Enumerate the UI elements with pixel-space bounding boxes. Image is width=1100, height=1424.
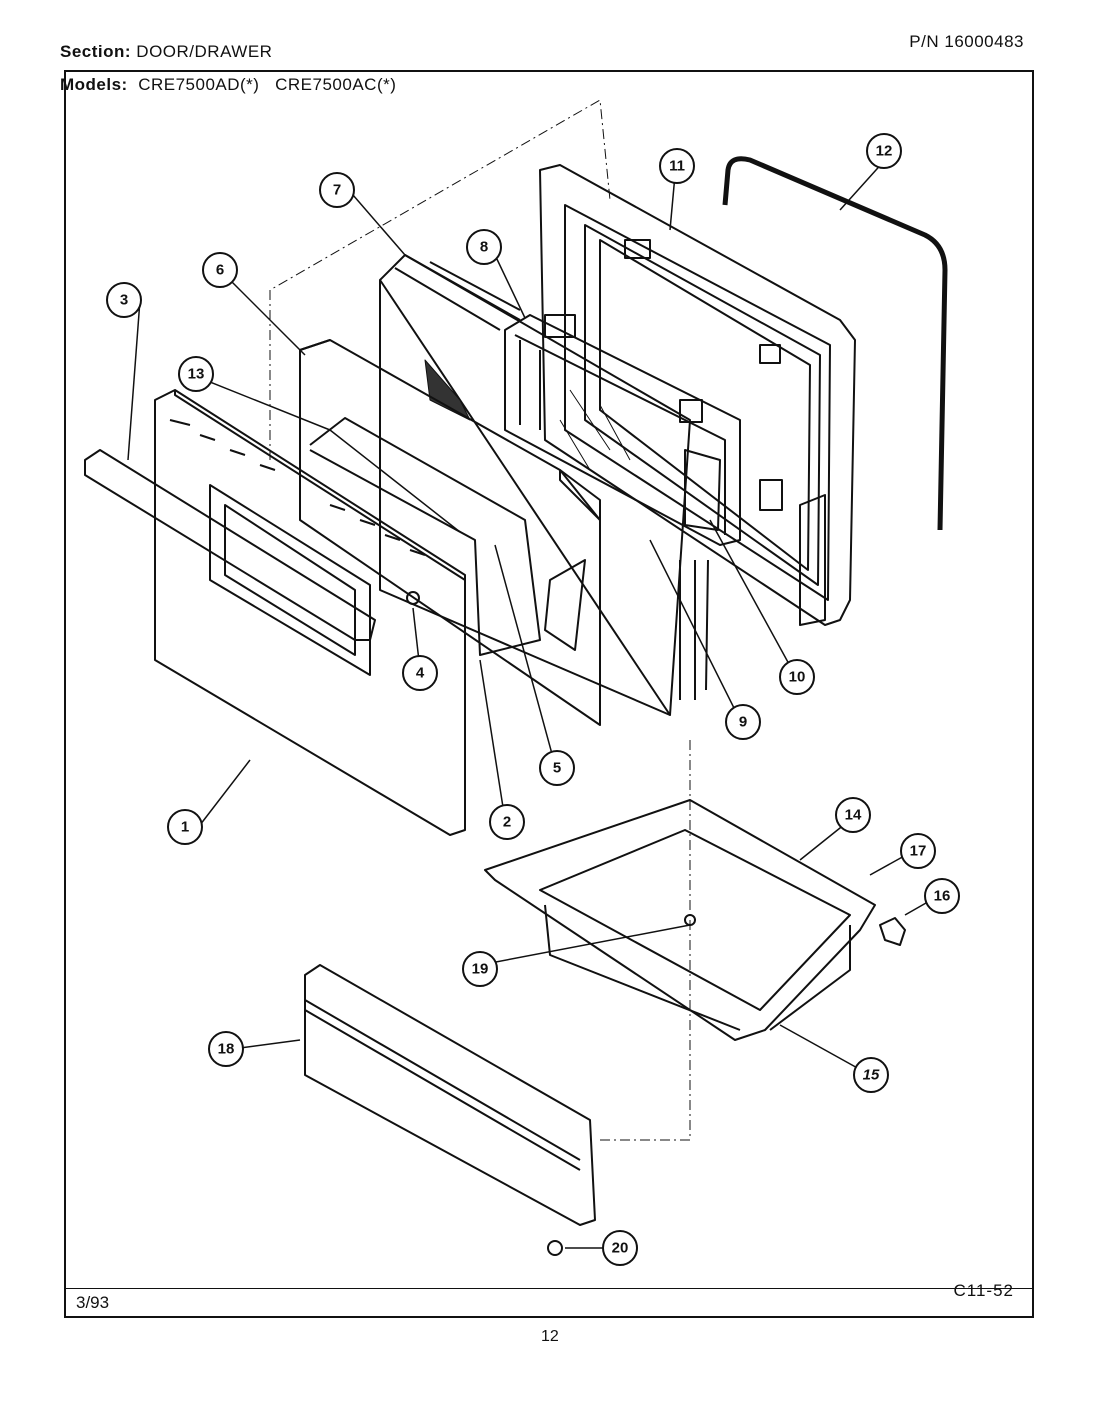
callout-7: 7 (319, 172, 355, 208)
callout-18: 18 (208, 1031, 244, 1067)
section-header: Section: DOOR/DRAWER (60, 42, 272, 62)
drawer-front-panel (304, 964, 596, 1226)
svg-text:20: 20 (612, 1240, 629, 1257)
svg-text:16: 16 (934, 888, 951, 905)
svg-text:10: 10 (789, 669, 806, 686)
svg-text:13: 13 (188, 366, 205, 383)
callout-19: 19 (462, 951, 498, 987)
callout-4: 4 (402, 655, 438, 691)
svg-text:2: 2 (503, 814, 511, 831)
model-1: CRE7500AD(*) (138, 75, 260, 94)
pn-label: P/N (909, 32, 940, 51)
callout-17: 17 (900, 833, 936, 869)
drawer-glide (547, 1240, 563, 1256)
outer-door-panel (154, 389, 466, 836)
callout-6: 6 (202, 252, 238, 288)
footer-divider (64, 1288, 1034, 1289)
svg-text:8: 8 (480, 239, 488, 256)
diagram-code: C11-52 (953, 1281, 1014, 1300)
page-number: 12 (541, 1328, 559, 1345)
callout-12: 12 (866, 133, 902, 169)
part-number: P/N 16000483 (909, 32, 1024, 52)
callout-1: 1 (167, 809, 203, 845)
svg-text:3: 3 (120, 292, 128, 309)
pn-value: 16000483 (944, 32, 1024, 51)
section-label: Section: (60, 42, 132, 61)
window-glass-assembly (504, 314, 741, 546)
window-frame (309, 417, 541, 656)
model-2: CRE7500AC(*) (275, 75, 397, 94)
callout-3: 3 (106, 282, 142, 318)
callout-8: 8 (466, 229, 502, 265)
callout-5: 5 (539, 750, 575, 786)
callout-10: 10 (779, 659, 815, 695)
models-label: Models: (60, 75, 128, 94)
svg-text:12: 12 (876, 143, 893, 160)
section-value: DOOR/DRAWER (136, 42, 273, 61)
door-handle (84, 449, 376, 641)
svg-text:4: 4 (416, 665, 425, 682)
svg-text:5: 5 (553, 760, 561, 777)
drawer-knob (879, 917, 906, 946)
inner-door-liner (539, 164, 856, 626)
diagram-frame (64, 70, 1034, 1318)
revision-date: 3/93 (76, 1293, 110, 1312)
svg-text:19: 19 (472, 961, 489, 978)
callout-15: 15 (853, 1057, 889, 1093)
svg-text:11: 11 (669, 158, 685, 175)
callout-16: 16 (924, 878, 960, 914)
models-header: Models: CRE7500AD(*) CRE7500AC(*) (60, 75, 396, 95)
svg-text:15: 15 (863, 1067, 880, 1084)
svg-text:18: 18 (218, 1041, 235, 1058)
door-gasket (722, 156, 948, 531)
callout-9: 9 (725, 704, 761, 740)
callout-20: 20 (602, 1230, 638, 1266)
inner-door-panel (299, 339, 601, 726)
callout-13: 13 (178, 356, 214, 392)
svg-text:17: 17 (910, 843, 927, 860)
drawer-body (484, 799, 876, 1041)
svg-text:7: 7 (333, 182, 341, 199)
svg-text:14: 14 (845, 807, 862, 824)
callout-11: 11 (659, 148, 695, 184)
insulation-blanket (379, 254, 709, 716)
svg-text:1: 1 (181, 819, 189, 836)
callout-14: 14 (835, 797, 871, 833)
callout-2: 2 (489, 804, 525, 840)
svg-text:9: 9 (739, 714, 747, 731)
svg-text:6: 6 (216, 262, 224, 279)
